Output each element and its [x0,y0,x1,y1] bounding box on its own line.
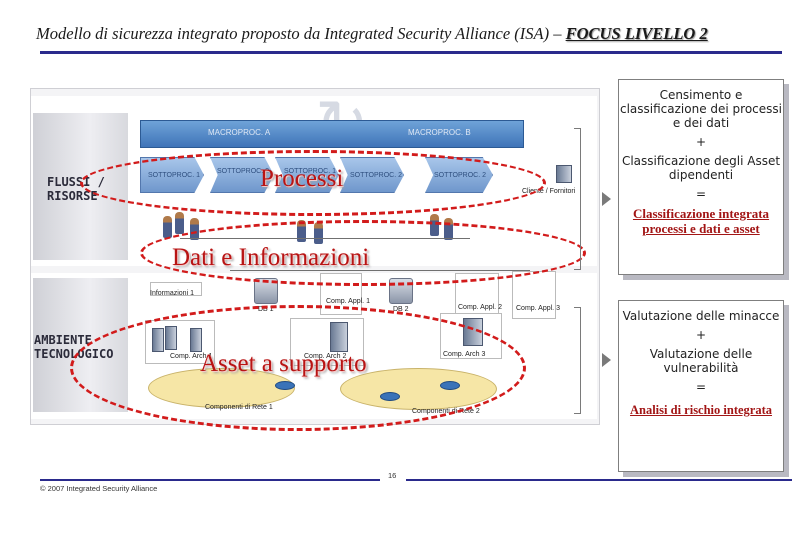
note1-eq: = [695,187,707,201]
processi-ellipse [80,150,546,216]
client-building-icon [556,165,572,183]
note1-line2: Classificazione degli Asset dipendenti [621,154,781,182]
footer-copyright: © 2007 Integrated Security Alliance [40,484,158,493]
note-box-classificazione: Censimento e classificazione dei process… [618,79,784,275]
dati-label: Dati e Informazioni [172,244,370,271]
header-rule [40,51,782,54]
macro-label-b: MACROPROC. B [408,128,471,137]
footer-rule-left [40,479,380,481]
note1-result: Classificazione integrata processi e dat… [632,206,770,236]
note1-line1: Censimento e classificazione dei process… [619,88,782,130]
macro-process-bar [140,120,524,148]
title-focus: FOCUS LIVELLO 2 [565,24,708,43]
note2-eq: = [695,380,707,394]
asset-label: Comp. Appl. 3 [516,305,560,312]
asset-ellipse [70,305,526,431]
asset-label-big: Asset a supporto [200,350,367,377]
asset-label: DB 2 [393,306,409,313]
dati-ellipse [140,220,586,286]
bracket-upper [574,128,581,270]
asset-label: Comp. Appl. 1 [326,298,370,305]
note2-result: Analisi di rischio integrata [629,403,773,417]
asset-label: Informazioni 1 [150,290,194,297]
title-text: Modello di sicurezza integrato proposto … [36,24,566,43]
person-icon [163,216,172,238]
asset-box [150,282,202,296]
asset-box [512,271,556,319]
bracket-lower [574,307,581,414]
note-box-rischio: Valutazione delle minacce + Valutazione … [618,300,784,472]
page-title: Modello di sicurezza integrato proposto … [36,24,708,44]
note1-plus: + [695,135,707,149]
arrow-right-icon [602,353,611,367]
note2-line2: Valutazione delle vulnerabilità [649,347,753,375]
arrow-right-icon [602,192,611,206]
page-number: 16 [388,471,397,480]
note2-line1: Valutazione delle minacce [622,309,780,323]
asset-label: Comp. Appl. 2 [458,304,502,311]
person-icon [190,218,199,240]
footer-rule-right [406,479,792,481]
client-label: Cliente / Fornitori [522,188,576,195]
processi-label: Processi [260,165,344,192]
person-icon [175,212,184,234]
note2-plus: + [695,328,707,342]
macro-label-a: MACROPROC. A [208,128,271,137]
